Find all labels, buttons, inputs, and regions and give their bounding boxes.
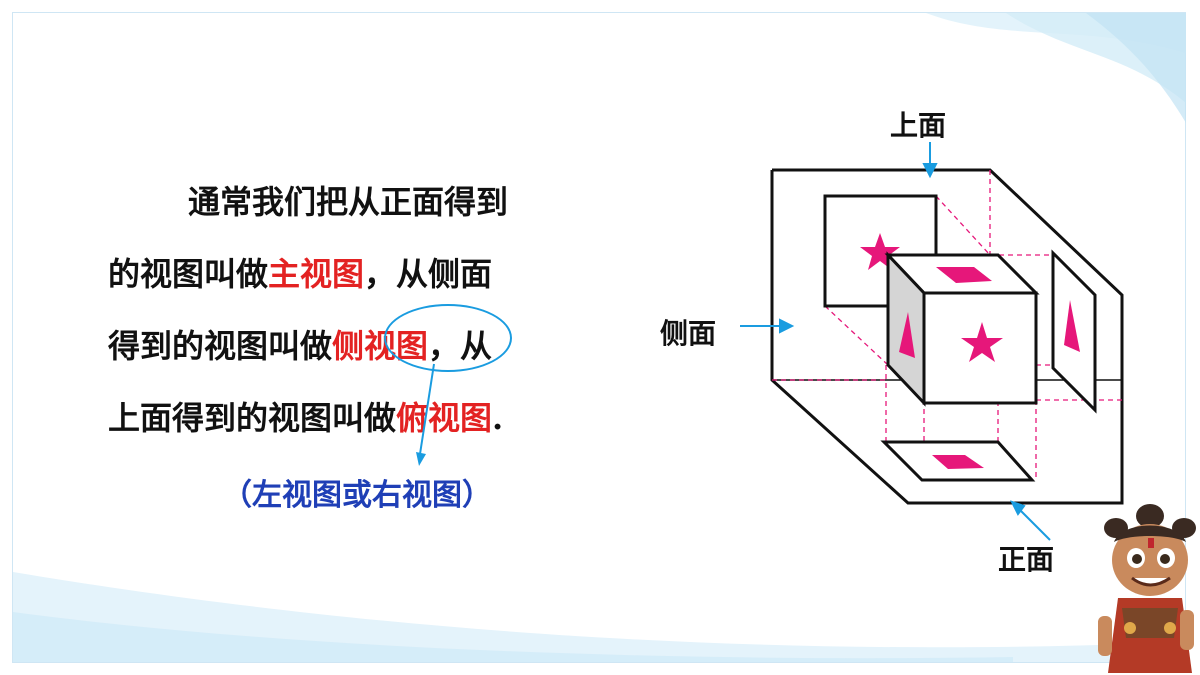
paragraph-text: 上面得到的视图叫做: [108, 399, 397, 437]
paragraph-text: 的视图叫做: [108, 255, 269, 293]
paragraph-text: .: [492, 399, 504, 437]
definition-paragraph: 通常我们把从正面得到 的视图叫做主视图，从侧面 得到的视图叫做侧视图，从 上面得…: [108, 168, 608, 456]
side-view-highlight-ellipse: [384, 304, 512, 372]
three-view-cube-diagram: [740, 142, 1124, 541]
label-side-face: 侧面: [660, 317, 717, 350]
label-front-face: 正面: [998, 543, 1055, 576]
paragraph-line-1: 通常我们把从正面得到: [188, 183, 509, 221]
paragraph-text: 得到的视图叫做: [108, 327, 333, 365]
paragraph-line-2: 的视图叫做主视图，从侧面: [108, 240, 608, 312]
paragraph-text: ，从侧面: [364, 255, 493, 293]
label-top-face: 上面: [890, 109, 947, 142]
paragraph-line-3: 得到的视图叫做侧视图，从: [108, 312, 608, 384]
cube-top-mark-icon: [936, 267, 992, 283]
triangle-mark-icon: [1064, 300, 1080, 352]
term-top-view: 俯视图: [396, 399, 493, 437]
slide-frame: [12, 12, 1186, 663]
paragraph-line-4: 上面得到的视图叫做俯视图.: [108, 384, 608, 456]
side-view-alias-note: （左视图或右视图）: [222, 478, 492, 513]
cartoon-character-mascot: [1098, 504, 1196, 673]
cube-front-star-icon: [961, 322, 1003, 362]
star-icon: [860, 233, 900, 270]
cube-side-mark-icon: [899, 312, 915, 358]
decorative-wave-top: [926, 13, 1186, 123]
arrow-front: [1019, 509, 1051, 541]
parallelogram-mark-icon: [932, 455, 984, 469]
decorative-wave-bottom: [13, 572, 1185, 662]
note-leader-arrow: [416, 363, 435, 466]
term-front-view: 主视图: [268, 255, 365, 293]
